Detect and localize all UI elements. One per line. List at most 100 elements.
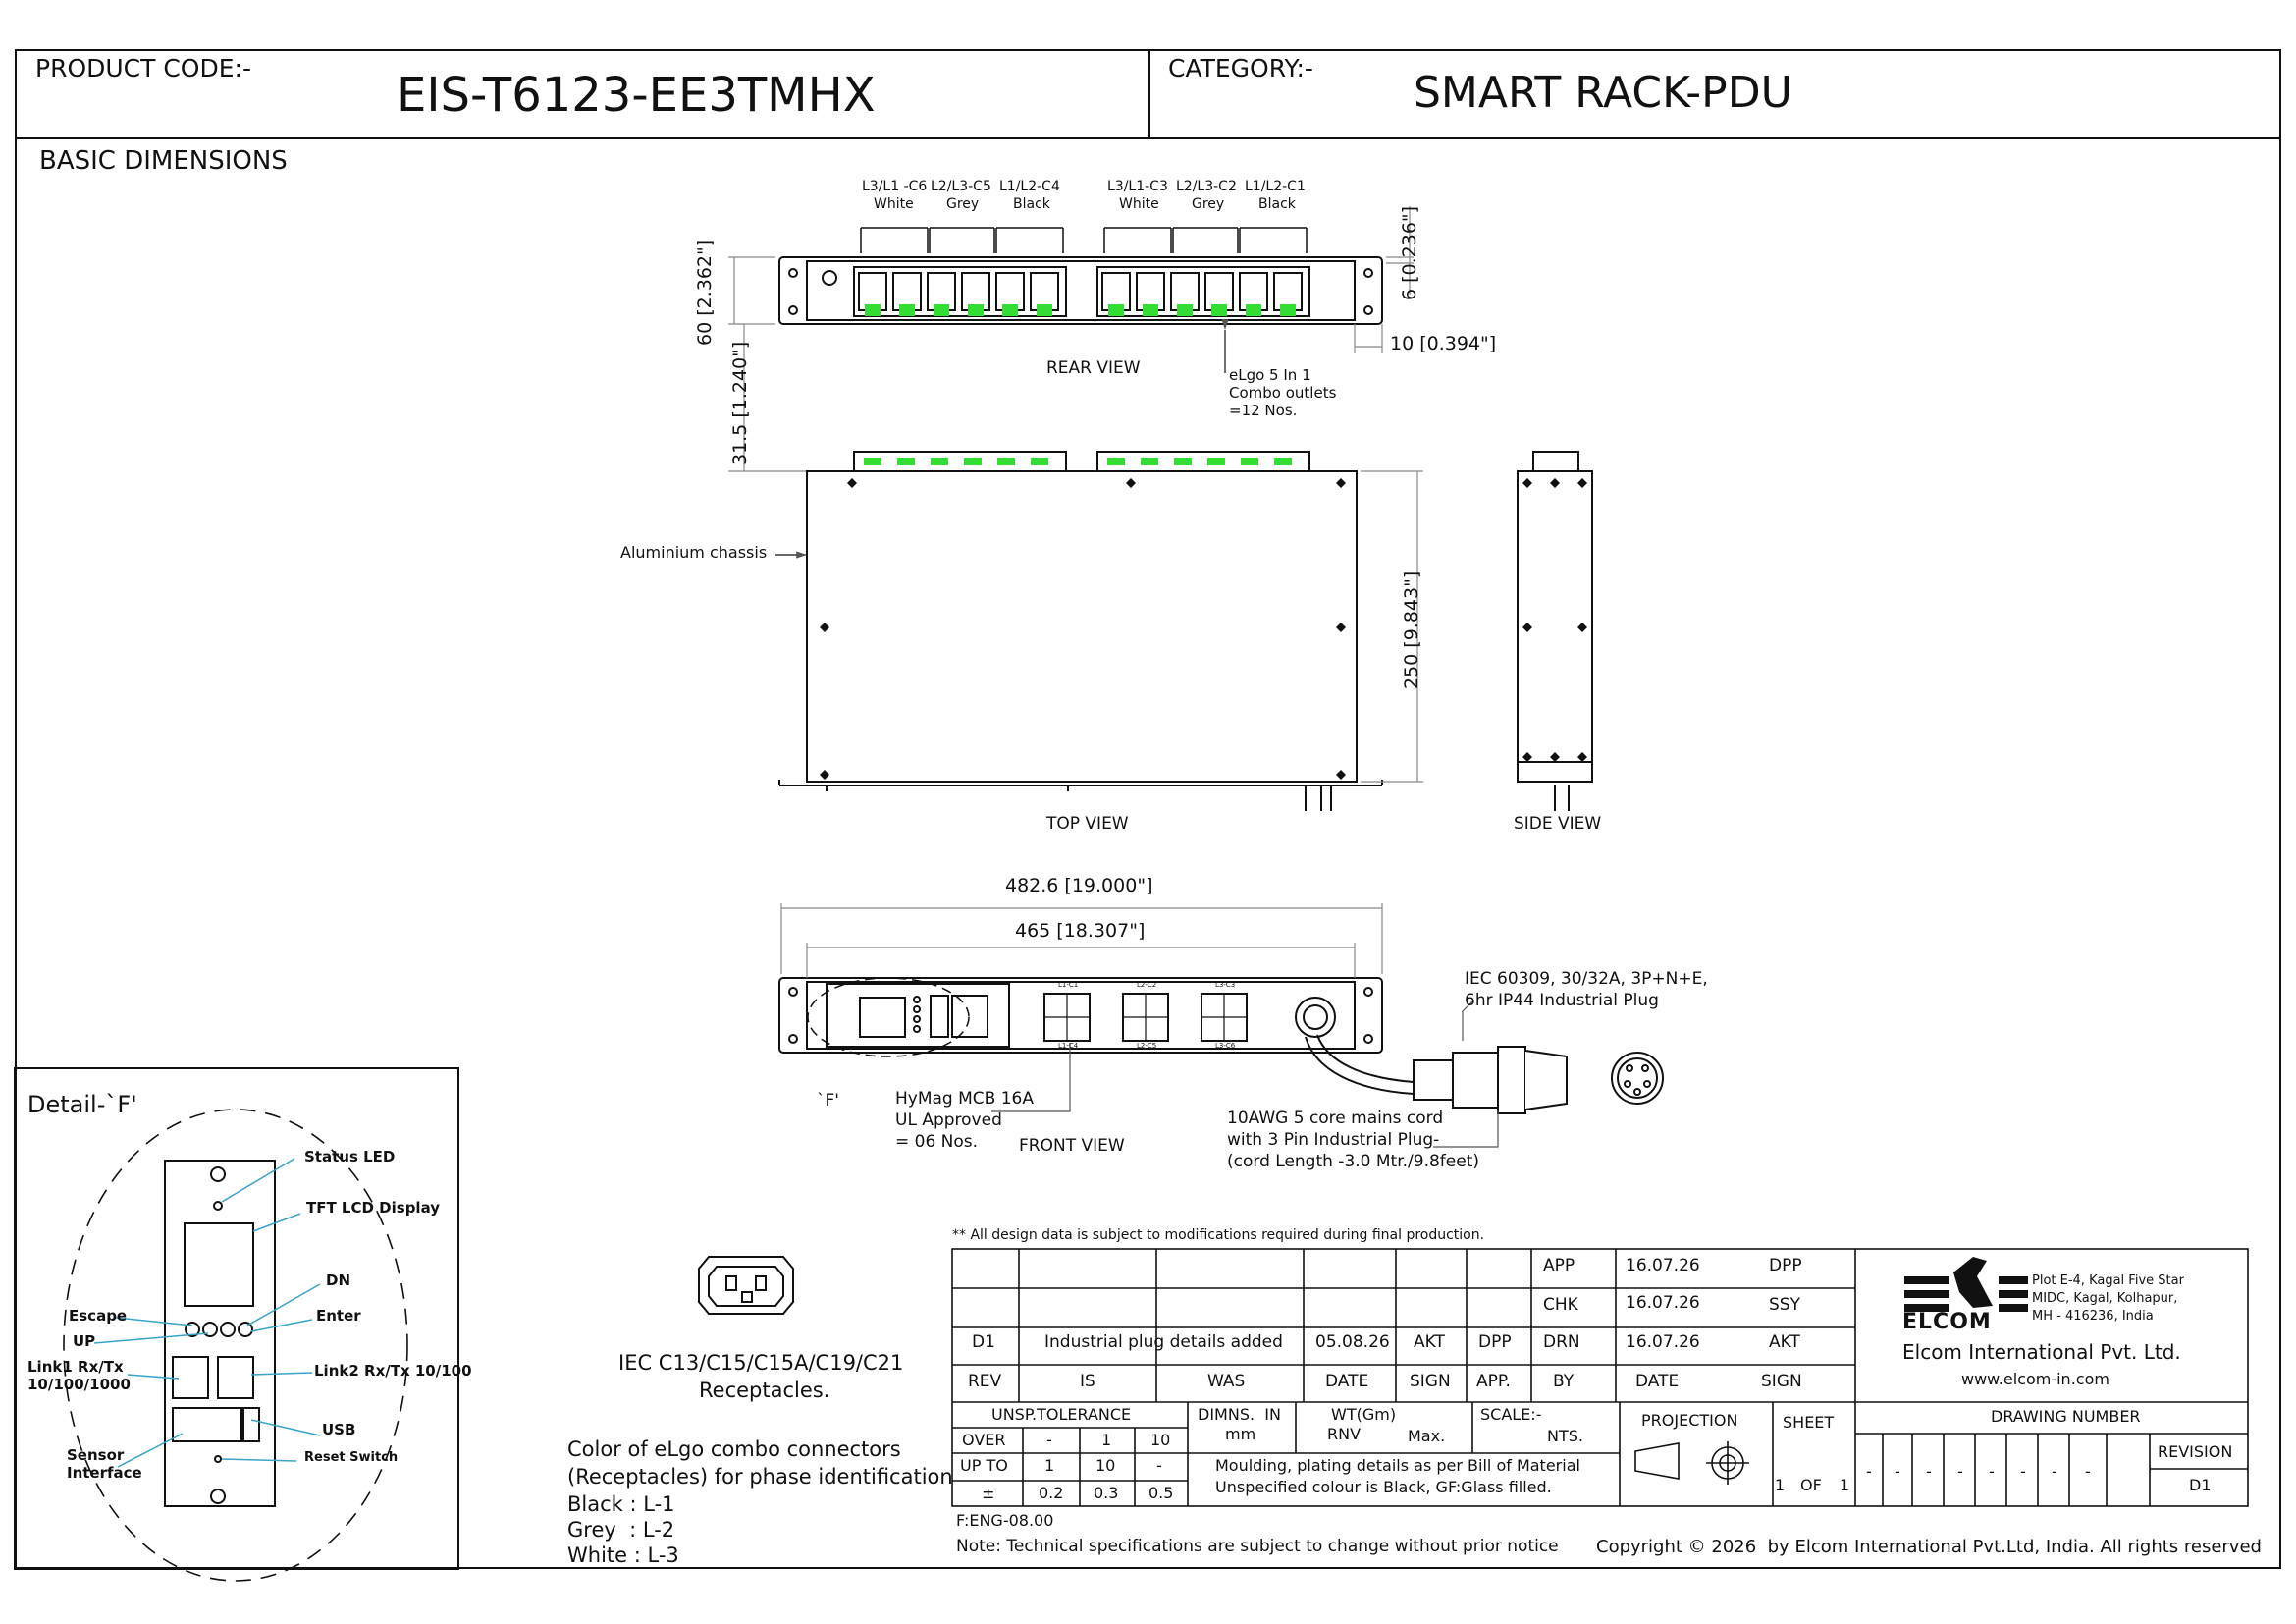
front-view-caption: FRONT VIEW — [1019, 1136, 1125, 1156]
rear-group-3-line2: Black — [1013, 196, 1050, 212]
category-label: CATEGORY:- — [1168, 54, 1313, 82]
front-outlet-label-top-2: L2-C2 — [1137, 981, 1157, 989]
tb-dn-5: - — [1989, 1462, 1995, 1481]
front-outlet-label-bottom-1: L1-C4 — [1058, 1042, 1079, 1050]
tb-rev-app: DPP — [1478, 1332, 1512, 1352]
side-view-caption: SIDE VIEW — [1514, 814, 1602, 834]
top-view-screws — [820, 478, 1346, 780]
detail-leaders — [93, 1158, 321, 1468]
tb-h-was: WAS — [1207, 1372, 1246, 1391]
side-view-screws — [1522, 478, 1587, 762]
cord-note-3: (cord Length -3.0 Mtr./9.8feet) — [1227, 1152, 1480, 1171]
detail-title: Detail-`F' — [27, 1091, 137, 1118]
plug-note-2: 6hr IP44 Industrial Plug — [1465, 991, 1659, 1010]
tb-wt-2: RNV — [1327, 1425, 1362, 1443]
tb-disclaimer: ** All design data is subject to modific… — [952, 1227, 1485, 1243]
tb-dn-1: - — [1866, 1462, 1872, 1481]
tb-dn-7: - — [2052, 1462, 2057, 1481]
receptacle-caption-1: IEC C13/C15/C15A/C19/C21 — [618, 1351, 904, 1375]
front-outlet-label-top-1: L1-C1 — [1058, 981, 1079, 989]
color-note-1: Color of eLgo combo connectors — [567, 1437, 901, 1461]
tb-sheet: SHEET — [1783, 1413, 1835, 1432]
front-dimensions — [780, 903, 1499, 1148]
tb-rev-value: D1 — [972, 1332, 995, 1352]
tb-rev-sign: AKT — [1414, 1332, 1445, 1352]
tb-sheet-1: 1 — [1775, 1476, 1786, 1494]
tb-dn-2: - — [1895, 1462, 1900, 1481]
tb-wt-1: WT(Gm) — [1331, 1405, 1397, 1424]
mcb-note-3: = 06 Nos. — [895, 1132, 979, 1152]
footer-form-code: F:ENG-08.00 — [956, 1511, 1054, 1530]
rear-group-2-line2: Grey — [946, 196, 980, 212]
detail-escape: Escape — [69, 1307, 128, 1325]
tb-sheet-2: 1 — [1840, 1476, 1850, 1494]
rear-view-drawing — [778, 227, 1383, 325]
tb-drawing-number: DRAWING NUMBER — [1991, 1407, 2141, 1426]
tb-drn-label: DRN — [1543, 1332, 1580, 1352]
chassis-label: Aluminium chassis — [620, 543, 768, 562]
title-block — [951, 1248, 2249, 1507]
front-view-drawing — [778, 977, 1383, 1057]
tb-chk-date: 16.07.26 — [1626, 1293, 1700, 1313]
rear-group-5-line2: Grey — [1192, 196, 1225, 212]
tb-dn-8: - — [2085, 1462, 2091, 1481]
tb-sheet-of: OF — [1800, 1476, 1822, 1494]
color-note-5: White : L-3 — [567, 1543, 679, 1567]
tb-dimns-1: DIMNS. IN — [1198, 1405, 1281, 1424]
rear-green-markers — [865, 304, 1296, 316]
detail-sensor-1: Sensor — [67, 1446, 125, 1464]
rear-outlets-left — [858, 272, 1059, 311]
tb-revision-value: D1 — [2189, 1476, 2212, 1494]
tb-pm-2: 0.3 — [1094, 1484, 1119, 1502]
tb-h-date: DATE — [1325, 1372, 1369, 1391]
rear-outlet-note-2: Combo outlets — [1229, 384, 1337, 402]
rear-group-3-line1: L1/L2-C4 — [999, 179, 1060, 194]
footer-copyright: Copyright © 2026 by Elcom International … — [1596, 1537, 2262, 1557]
tb-company: Elcom International Pvt. Ltd. — [1902, 1340, 2181, 1364]
tb-dimns-2: mm — [1225, 1425, 1256, 1443]
tb-tolerance-header: UNSP.TOLERANCE — [991, 1405, 1132, 1424]
header-mid-divider — [1148, 49, 1150, 137]
tb-dn-4: - — [1957, 1462, 1963, 1481]
front-outlet-label-bottom-2: L2-C5 — [1137, 1042, 1157, 1050]
tb-scale-2: NTS. — [1547, 1427, 1583, 1445]
front-outlet-label-top-3: L3-C3 — [1215, 981, 1236, 989]
detail-sensor-2: Interface — [67, 1464, 142, 1482]
tb-pm-0: ± — [982, 1484, 995, 1502]
tb-dn-3: - — [1926, 1462, 1932, 1481]
tb-pm-1: 0.2 — [1039, 1484, 1064, 1502]
tb-address-3: MH - 416236, India — [2032, 1309, 2154, 1324]
detail-marker: `F' — [817, 1091, 839, 1110]
header-divider — [15, 137, 2281, 139]
mcb-note-1: HyMag MCB 16A — [895, 1089, 1034, 1109]
tb-material-1: Moulding, plating details as per Bill of… — [1215, 1456, 1580, 1475]
rear-group-4-line1: L3/L1-C3 — [1107, 179, 1168, 194]
tb-logo-text: ELCOM — [1902, 1310, 1992, 1334]
detail-up: UP — [73, 1332, 96, 1350]
tb-scale-1: SCALE:- — [1480, 1405, 1542, 1424]
detail-status-led: Status LED — [304, 1148, 396, 1165]
projection-symbol — [1634, 1441, 1749, 1485]
top-dim-depth: 250 [9.843"] — [1401, 570, 1422, 689]
footer-note: Note: Technical specifications are subje… — [956, 1537, 1559, 1556]
rear-dim-offset: 31.5 [1.240"] — [729, 341, 751, 465]
tb-over-0: OVER — [962, 1431, 1006, 1449]
cord-note-2: with 3 Pin Industrial Plug- — [1227, 1130, 1440, 1150]
rear-outlet-note-1: eLgo 5 In 1 — [1229, 366, 1311, 384]
rear-group-1-line1: L3/L1 -C6 — [862, 179, 928, 194]
category: SMART RACK-PDU — [1414, 68, 1792, 118]
receptacle-icon — [698, 1256, 794, 1315]
tb-drn-name: AKT — [1769, 1332, 1800, 1352]
tb-upto-0: UP TO — [960, 1456, 1008, 1475]
drawing-frame — [15, 49, 2281, 1569]
tb-chk-label: CHK — [1543, 1295, 1578, 1315]
front-dim-overall: 482.6 [19.000"] — [1005, 875, 1153, 896]
rear-dim-right: 10 [0.394"] — [1390, 333, 1497, 354]
tb-revision-label: REVISION — [2158, 1442, 2233, 1461]
plug-note-1: IEC 60309, 30/32A, 3P+N+E, — [1465, 969, 1708, 989]
tb-address-2: MIDC, Kagal, Kolhapur, — [2032, 1291, 2178, 1306]
tb-app-date: 16.07.26 — [1626, 1256, 1700, 1275]
front-dim-inner: 465 [18.307"] — [1015, 920, 1146, 942]
tb-h-app: APP. — [1476, 1372, 1511, 1391]
